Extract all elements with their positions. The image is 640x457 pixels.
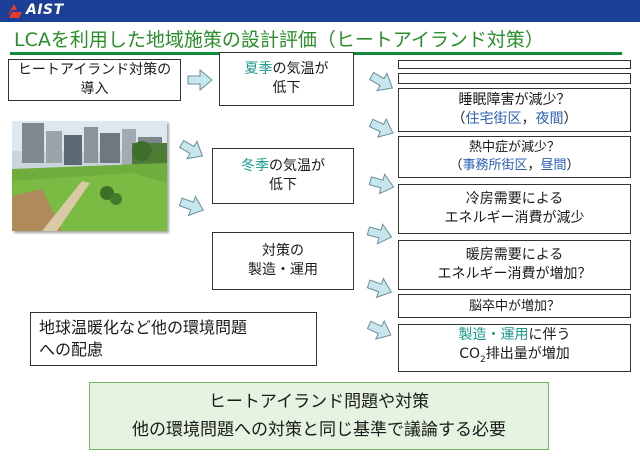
co2-formula: CO — [459, 346, 481, 363]
page-title: LCAを利用した地域施策の設計評価（ヒートアイランド対策） — [14, 29, 544, 51]
global-line-1: 地球温暖化など他の環境問題 — [39, 318, 248, 337]
heating-box: 暖房需要による エネルギー消費が増加？ — [398, 240, 631, 290]
heatstroke-line-1: 熱中症が減少？ — [468, 140, 560, 155]
stroke-text: 脳卒中が増加？ — [468, 298, 560, 314]
heating-line-1: 暖房需要による — [465, 247, 564, 263]
co2-rest: に伴う — [528, 327, 571, 344]
co2-line-1: 製造・運用に伴う — [459, 326, 571, 345]
heating-line-2: エネルギー消費が増加？ — [437, 266, 592, 282]
summary-line-1: ヒートアイランド問題や対策 — [208, 392, 430, 412]
co2-subscript: 2 — [480, 354, 486, 365]
summer-rest: の気温が — [272, 61, 329, 77]
empty-box-1 — [398, 60, 631, 69]
sleep-area: 住宅街区 — [465, 111, 522, 127]
aist-logo-text: AIST — [26, 2, 64, 18]
winter-rest: の気温が — [269, 158, 325, 174]
co2-emission-text: 排出量が増加 — [485, 346, 570, 363]
co2-highlight: 製造・運用 — [458, 327, 529, 344]
sleep-box: 睡眠障害が減少？ （住宅街区，夜間） — [398, 88, 631, 132]
arrow-photo-winter-1-icon — [176, 134, 208, 166]
sleep-time: 夜間 — [535, 111, 564, 127]
heatstroke-area: 事務所街区 — [462, 158, 528, 173]
paren-open: （ — [449, 158, 463, 173]
arrow-global-co2-icon — [364, 315, 396, 345]
intro-box: ヒートアイランド対策の 導入 — [8, 59, 181, 101]
paren-close: ） — [566, 158, 580, 173]
production-box: 対策の 製造・運用 — [212, 232, 354, 290]
arrow-summer-heat-icon — [366, 113, 398, 143]
summer-line-2: 低下 — [272, 80, 301, 96]
sleep-line-2: （住宅街区，夜間） — [452, 110, 578, 129]
cooling-line-2: エネルギー消費が減少 — [444, 210, 585, 226]
arrow-winter-cooling-icon — [367, 170, 397, 198]
arrow-prod-heating-icon — [365, 220, 395, 248]
paren-close: ） — [563, 111, 578, 127]
heatstroke-time: 昼間 — [540, 158, 567, 173]
green-roof-photo — [12, 121, 167, 231]
summary-box: ヒートアイランド問題や対策 他の環境問題への対策と同じ基準で議論する必要 — [89, 382, 549, 450]
header-bar: AIST — [0, 0, 640, 22]
sleep-line-1: 睡眠障害が減少？ — [458, 92, 571, 108]
separator: ， — [521, 111, 536, 127]
winter-label: 冬季 — [241, 158, 269, 174]
arrow-summer-sleep-icon — [366, 66, 398, 98]
summer-box: 夏季の気温が 低下 — [219, 52, 354, 106]
separator: ， — [527, 158, 541, 173]
heatstroke-line-2: （事務所街区，昼間） — [449, 157, 579, 175]
green-roof-image — [12, 121, 167, 231]
cooling-line-1: 冷房需要による — [465, 191, 564, 207]
production-line-2: 製造・運用 — [248, 262, 318, 278]
arrow-photo-winter-2-icon — [176, 191, 208, 221]
intro-line-2: 導入 — [80, 81, 109, 97]
winter-box: 冬季の気温が 低下 — [212, 148, 354, 204]
winter-line-1: 冬季の気温が — [241, 157, 325, 176]
stroke-box: 脳卒中が増加？ — [398, 294, 631, 318]
empty-box-2 — [398, 73, 631, 84]
global-warming-box: 地球温暖化など他の環境問題 への配慮 — [30, 312, 317, 366]
production-line-1: 対策の — [262, 243, 304, 259]
summer-line-1: 夏季の気温が — [245, 60, 329, 79]
arrow-prod-stroke-icon — [364, 273, 396, 303]
heatstroke-box: 熱中症が減少？ （事務所街区，昼間） — [398, 136, 631, 178]
paren-open: （ — [451, 111, 466, 127]
aist-logo-icon — [6, 4, 22, 18]
summary-line-2: 他の環境問題への対策と同じ基準で議論する必要 — [132, 420, 506, 440]
co2-line-2: CO2排出量が増加 — [459, 345, 570, 370]
intro-line-1: ヒートアイランド対策の — [17, 62, 172, 78]
summer-label: 夏季 — [244, 61, 273, 77]
arrow-intro-summer-icon — [187, 69, 213, 91]
winter-line-2: 低下 — [269, 177, 297, 193]
co2-box: 製造・運用に伴う CO2排出量が増加 — [398, 324, 631, 372]
cooling-box: 冷房需要による エネルギー消費が減少 — [398, 184, 631, 234]
global-line-2: への配慮 — [39, 340, 104, 359]
